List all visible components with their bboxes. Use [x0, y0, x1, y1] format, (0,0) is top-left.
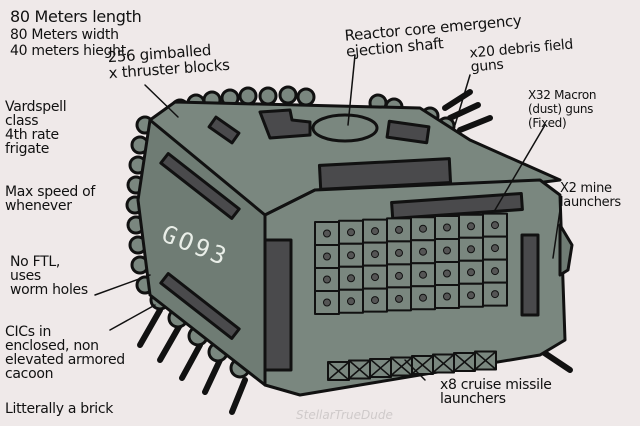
- macron-gun-port: [347, 274, 355, 283]
- macron-gun-port: [395, 271, 403, 280]
- note-macron-guns: X32 Macron (dust) guns (Fixed): [528, 88, 597, 130]
- missile-cell-cross: [369, 358, 392, 378]
- macron-gun-port: [347, 228, 355, 237]
- macron-gun-port: [371, 250, 379, 259]
- front-top-bar: [390, 191, 524, 221]
- macron-gun-port: [371, 273, 379, 282]
- macron-gun-port: [395, 225, 403, 234]
- macron-gun-port: [419, 293, 427, 302]
- note-dimensions-length: 80 Meters length: [10, 7, 142, 26]
- macron-gun-port: [395, 294, 403, 303]
- hull-left: [136, 118, 267, 387]
- macron-gun-grid: [314, 212, 508, 315]
- missile-cell-cross: [390, 356, 413, 377]
- missile-cell-cross: [432, 353, 455, 374]
- top-bar: [317, 157, 453, 191]
- missile-cell-cross: [327, 361, 350, 381]
- callout-lines: [94, 54, 561, 381]
- macron-gun-port: [323, 275, 331, 284]
- macron-gun-port: [323, 229, 331, 238]
- note-speed: Max speed of whenever: [5, 184, 96, 214]
- macron-gun-port: [467, 222, 475, 231]
- macron-gun-port: [347, 297, 355, 306]
- macron-gun-port: [323, 298, 331, 307]
- note-class: Vardspell class 4th rate frigate: [5, 99, 67, 157]
- macron-gun-port: [443, 269, 451, 278]
- macron-gun-port: [371, 296, 379, 305]
- top-rail: [207, 115, 241, 145]
- cruise-missile-launchers: [327, 350, 497, 381]
- macron-gun-port: [491, 267, 499, 276]
- missile-cell-cross: [474, 350, 497, 371]
- macron-gun-port: [443, 292, 451, 301]
- mine-launcher: [558, 223, 574, 277]
- reactor-hatch: [311, 113, 379, 143]
- macron-gun-port: [491, 290, 499, 299]
- note-cruise-missiles: x8 cruise missile launchers: [440, 377, 552, 407]
- macron-gun-port: [467, 245, 475, 254]
- macron-gun-port: [347, 251, 355, 260]
- top-panel-l: [258, 108, 312, 140]
- macron-gun-port: [443, 223, 451, 232]
- note-cic: CICs in enclosed, non elevated armored c…: [5, 324, 125, 382]
- thruster-barrels: [137, 89, 573, 415]
- top-panel-r: [385, 119, 431, 145]
- missile-cell-cross: [348, 359, 371, 380]
- note-brick: Litterally a brick: [5, 401, 114, 417]
- macron-gun-port: [467, 268, 475, 277]
- macron-gun-port: [419, 247, 427, 256]
- macron-gun-port: [467, 291, 475, 300]
- macron-gun-port: [371, 227, 379, 236]
- watermark: StellarTrueDude: [296, 408, 393, 422]
- missile-cell-cross: [453, 352, 476, 372]
- macron-gun-port: [419, 270, 427, 279]
- macron-gun-port: [491, 244, 499, 253]
- note-ftl: No FTL, uses worm holes: [10, 254, 88, 298]
- note-dimensions-width: 80 Meters width: [10, 27, 119, 43]
- front-right-slab: [520, 233, 540, 317]
- front-left-slab: [263, 238, 293, 372]
- note-mine-launchers: X2 mine launchers: [560, 181, 621, 210]
- macron-gun-port: [419, 224, 427, 233]
- macron-gun-port: [443, 246, 451, 255]
- left-slot-bottom: [159, 272, 241, 340]
- left-slot-top: [159, 152, 241, 220]
- macron-gun-port: [491, 221, 499, 230]
- macron-gun-port: [323, 252, 331, 261]
- note-dimensions-height: 40 meters hieght: [10, 43, 126, 59]
- macron-gun-port: [395, 248, 403, 257]
